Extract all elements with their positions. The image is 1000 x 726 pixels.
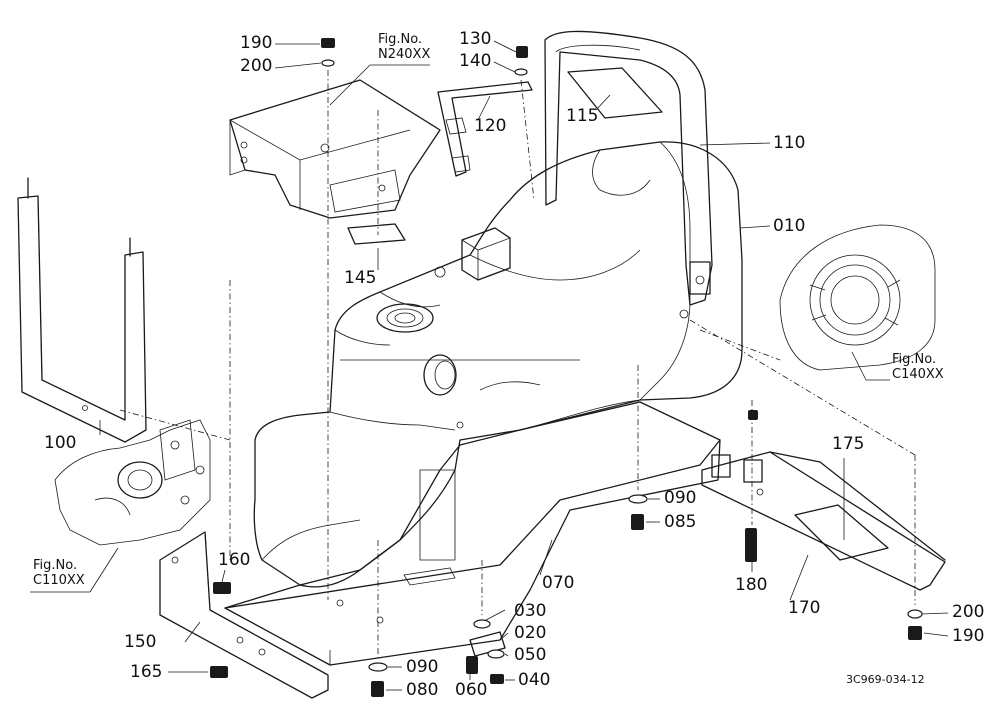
part-label: 130 bbox=[459, 29, 492, 49]
leader-lines bbox=[30, 40, 949, 691]
fuel-tank bbox=[253, 141, 743, 588]
pad-115 bbox=[567, 67, 663, 119]
part-label: 050 bbox=[514, 645, 547, 665]
figure-ref-code: C110XX bbox=[33, 572, 85, 588]
part-label: 085 bbox=[664, 512, 697, 532]
part-label: 190 bbox=[952, 626, 985, 646]
part-label: 110 bbox=[773, 133, 806, 153]
part-label: 190 bbox=[240, 33, 273, 53]
part-label: 175 bbox=[832, 434, 865, 454]
part-label: 060 bbox=[455, 680, 488, 700]
figure-ref-title: Fig.No. bbox=[378, 32, 423, 47]
part-label: 150 bbox=[124, 632, 157, 652]
figure-ref-title: Fig.No. bbox=[33, 558, 78, 573]
part-label: 120 bbox=[474, 116, 507, 136]
bracket-120 bbox=[437, 81, 533, 177]
figure-ref-c110xx: Fig.No. C110XX bbox=[33, 558, 85, 589]
bracket-170 bbox=[701, 451, 946, 591]
figure-ref-title: Fig.No. bbox=[892, 352, 937, 367]
drawing-code: 3C969-034-12 bbox=[846, 673, 925, 686]
part-label: 070 bbox=[542, 573, 575, 593]
part-label: 030 bbox=[514, 601, 547, 621]
bracket-150 bbox=[159, 531, 329, 699]
part-label: 115 bbox=[566, 106, 599, 126]
figure-ref-c140xx: Fig.No. C140XX bbox=[892, 352, 944, 383]
part-label: 145 bbox=[344, 268, 377, 288]
housing-c110 bbox=[54, 419, 211, 546]
part-label: 140 bbox=[459, 51, 492, 71]
figure-ref-n240xx: Fig.No. N240XX bbox=[378, 32, 431, 63]
part-label: 090 bbox=[406, 657, 439, 677]
housing-c140 bbox=[779, 224, 936, 371]
part-label: 090 bbox=[664, 488, 697, 508]
pad-175 bbox=[794, 504, 889, 561]
figure-ref-code: C140XX bbox=[892, 366, 944, 382]
support-plate-070 bbox=[224, 401, 721, 666]
part-label: 170 bbox=[788, 598, 821, 618]
figure-ref-code: N240XX bbox=[378, 46, 431, 62]
part-label: 100 bbox=[44, 433, 77, 453]
part-label: 010 bbox=[773, 216, 806, 236]
part-label: 020 bbox=[514, 623, 547, 643]
part-label: 200 bbox=[240, 56, 273, 76]
part-label: 080 bbox=[406, 680, 439, 700]
part-label: 160 bbox=[218, 550, 251, 570]
tank-strap bbox=[544, 30, 713, 319]
assembly-lines bbox=[119, 70, 916, 660]
part-label: 200 bbox=[952, 602, 985, 622]
fasteners bbox=[210, 38, 923, 697]
part-label: 180 bbox=[735, 575, 768, 595]
part-label: 040 bbox=[518, 670, 551, 690]
upper-bracket bbox=[229, 79, 441, 219]
pad-145 bbox=[347, 223, 406, 245]
part-label: 165 bbox=[130, 662, 163, 682]
bracket-100 bbox=[17, 177, 147, 443]
